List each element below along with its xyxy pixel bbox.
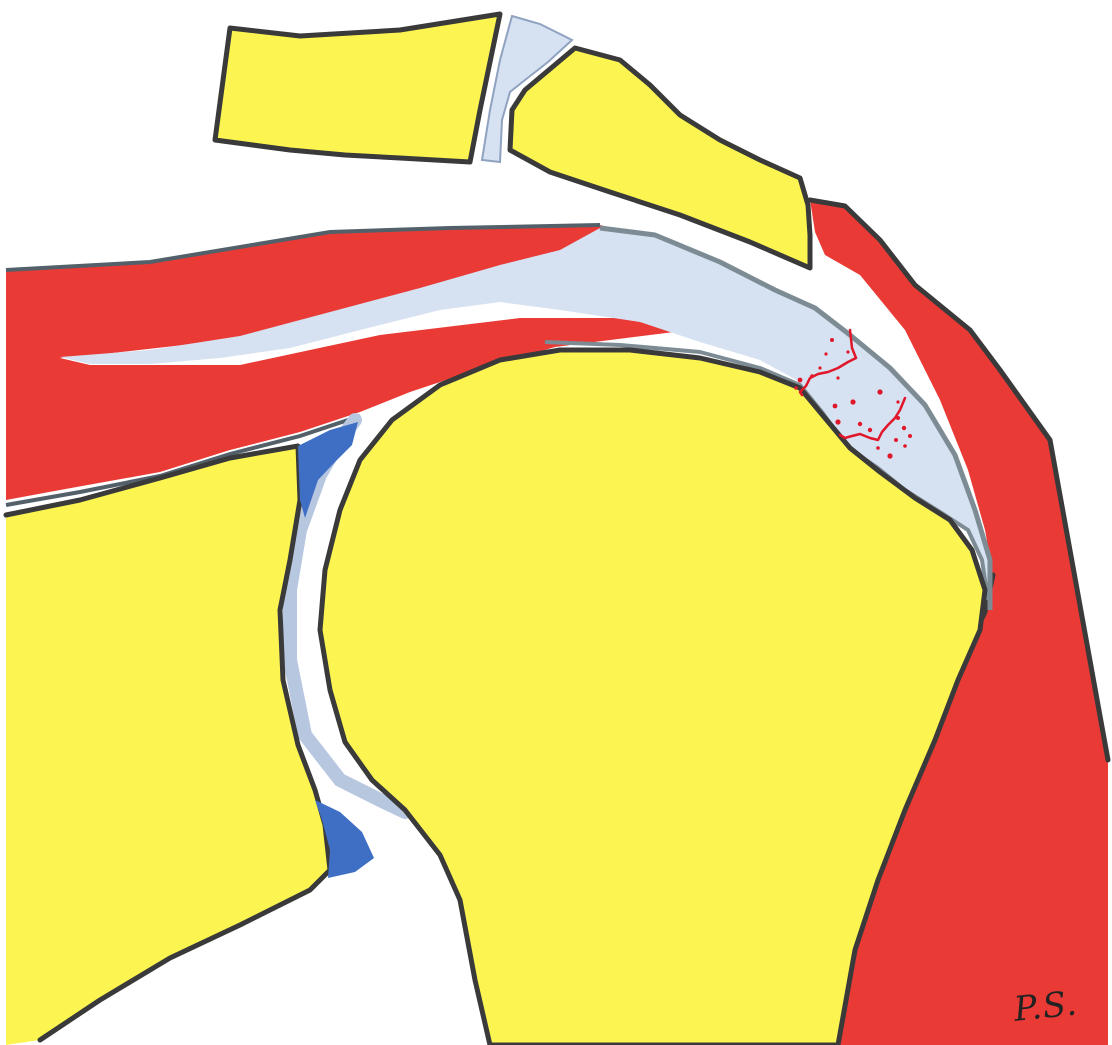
author-signature: P.S. [1012,983,1080,1029]
glenoid [6,446,330,1045]
clavicle [215,14,500,162]
